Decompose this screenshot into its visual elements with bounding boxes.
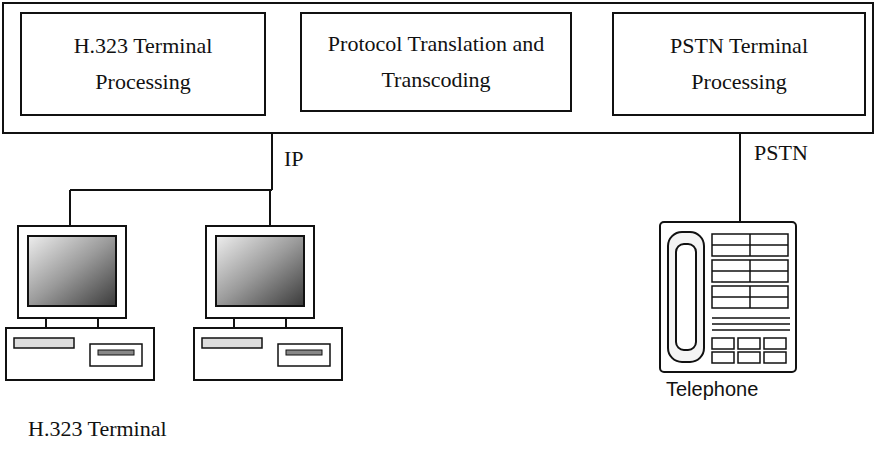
network-label: PSTN xyxy=(754,140,808,166)
pstn-wire xyxy=(739,133,741,222)
process-box: PSTN Terminal Processing xyxy=(612,12,866,116)
computer-icon xyxy=(6,226,154,380)
device-label: Telephone xyxy=(666,378,758,401)
computer-icon xyxy=(194,226,342,380)
process-box: Protocol Translation and Transcoding xyxy=(300,12,572,112)
box-label: H.323 Terminal Processing xyxy=(35,28,251,101)
device-label: H.323 Terminal xyxy=(28,416,167,442)
gateway-frame xyxy=(3,3,873,133)
wires xyxy=(70,133,740,226)
network-label: IP xyxy=(284,146,304,172)
ip-wire xyxy=(70,133,272,226)
box-label: Protocol Translation and Transcoding xyxy=(315,26,557,99)
box-label: PSTN Terminal Processing xyxy=(627,28,851,101)
process-box: H.323 Terminal Processing xyxy=(20,12,266,116)
telephone-icon xyxy=(660,222,796,372)
